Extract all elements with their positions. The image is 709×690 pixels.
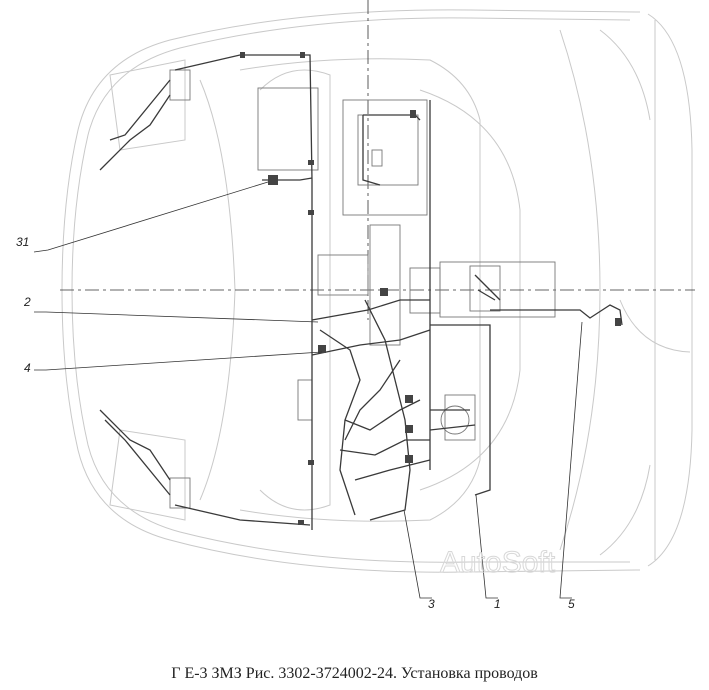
callout-4: 4: [24, 361, 31, 375]
callout-3: 3: [428, 597, 435, 611]
wiring-harness: [99, 52, 623, 530]
callout-5: 5: [568, 597, 575, 611]
wiring-diagram: 31 2 4 3 1 5 AutoSoft: [16, 0, 695, 611]
figure-caption: Г Е-3 ЗМЗ Рис. 3302-3724002-24. Установк…: [171, 665, 538, 682]
callout-1: 1: [494, 597, 501, 611]
callout-31: 31: [16, 235, 29, 249]
watermark: AutoSoft: [440, 546, 556, 579]
leader-lines: [33, 181, 583, 599]
cab-outline: [61, 9, 693, 573]
callout-2: 2: [23, 295, 31, 309]
